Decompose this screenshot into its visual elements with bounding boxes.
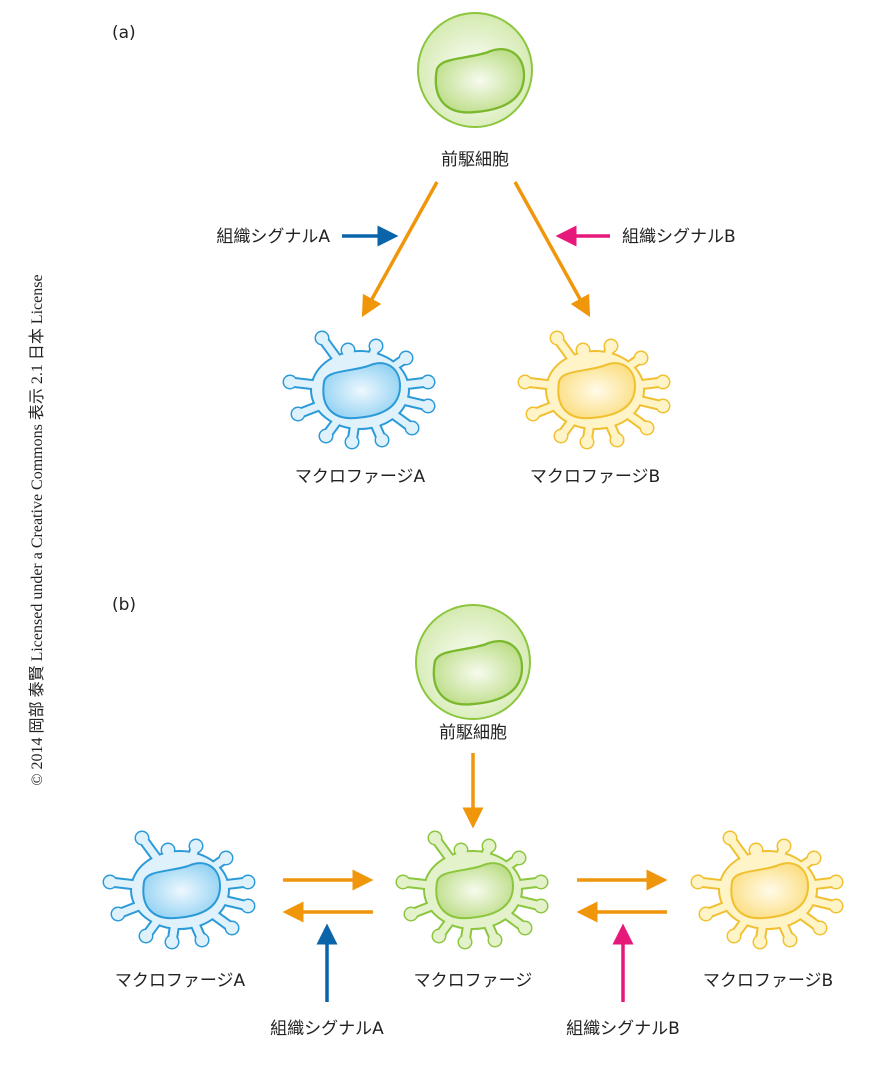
macrophage-cell — [395, 830, 549, 950]
precursor-cell-a — [417, 12, 533, 128]
signal-b-label: 組織シグナルB — [622, 227, 736, 247]
panel-a-label: (a) — [112, 23, 136, 43]
arrow-to-macrophage-a — [361, 181, 439, 318]
signal-a-label-b: 組織シグナルA — [270, 1019, 384, 1039]
precursor-label-a: 前駆細胞 — [441, 150, 509, 170]
copyright-text: © 2014 岡部 泰賢 Licensed under a Creative C… — [28, 274, 46, 785]
signal-a-label: 組織シグナルA — [216, 227, 330, 247]
macrophage-a-cell — [282, 330, 436, 450]
panel-b-label: (b) — [112, 595, 136, 615]
macrophage-b-label: マクロファージB — [530, 467, 660, 487]
macrophage-label-b: マクロファージ — [414, 971, 533, 991]
macrophage-a-cell-b — [102, 830, 256, 950]
precursor-cell-b — [415, 604, 531, 720]
macrophage-b-cell — [517, 330, 671, 450]
macrophage-a-label-b: マクロファージA — [115, 971, 246, 991]
macrophage-a-label: マクロファージA — [295, 467, 426, 487]
precursor-label-b: 前駆細胞 — [439, 723, 507, 743]
arrow-to-macrophage-b — [513, 181, 591, 318]
signal-b-label-b: 組織シグナルB — [566, 1019, 680, 1039]
macrophage-b-label-b: マクロファージB — [703, 971, 833, 991]
macrophage-b-cell-b — [690, 830, 844, 950]
